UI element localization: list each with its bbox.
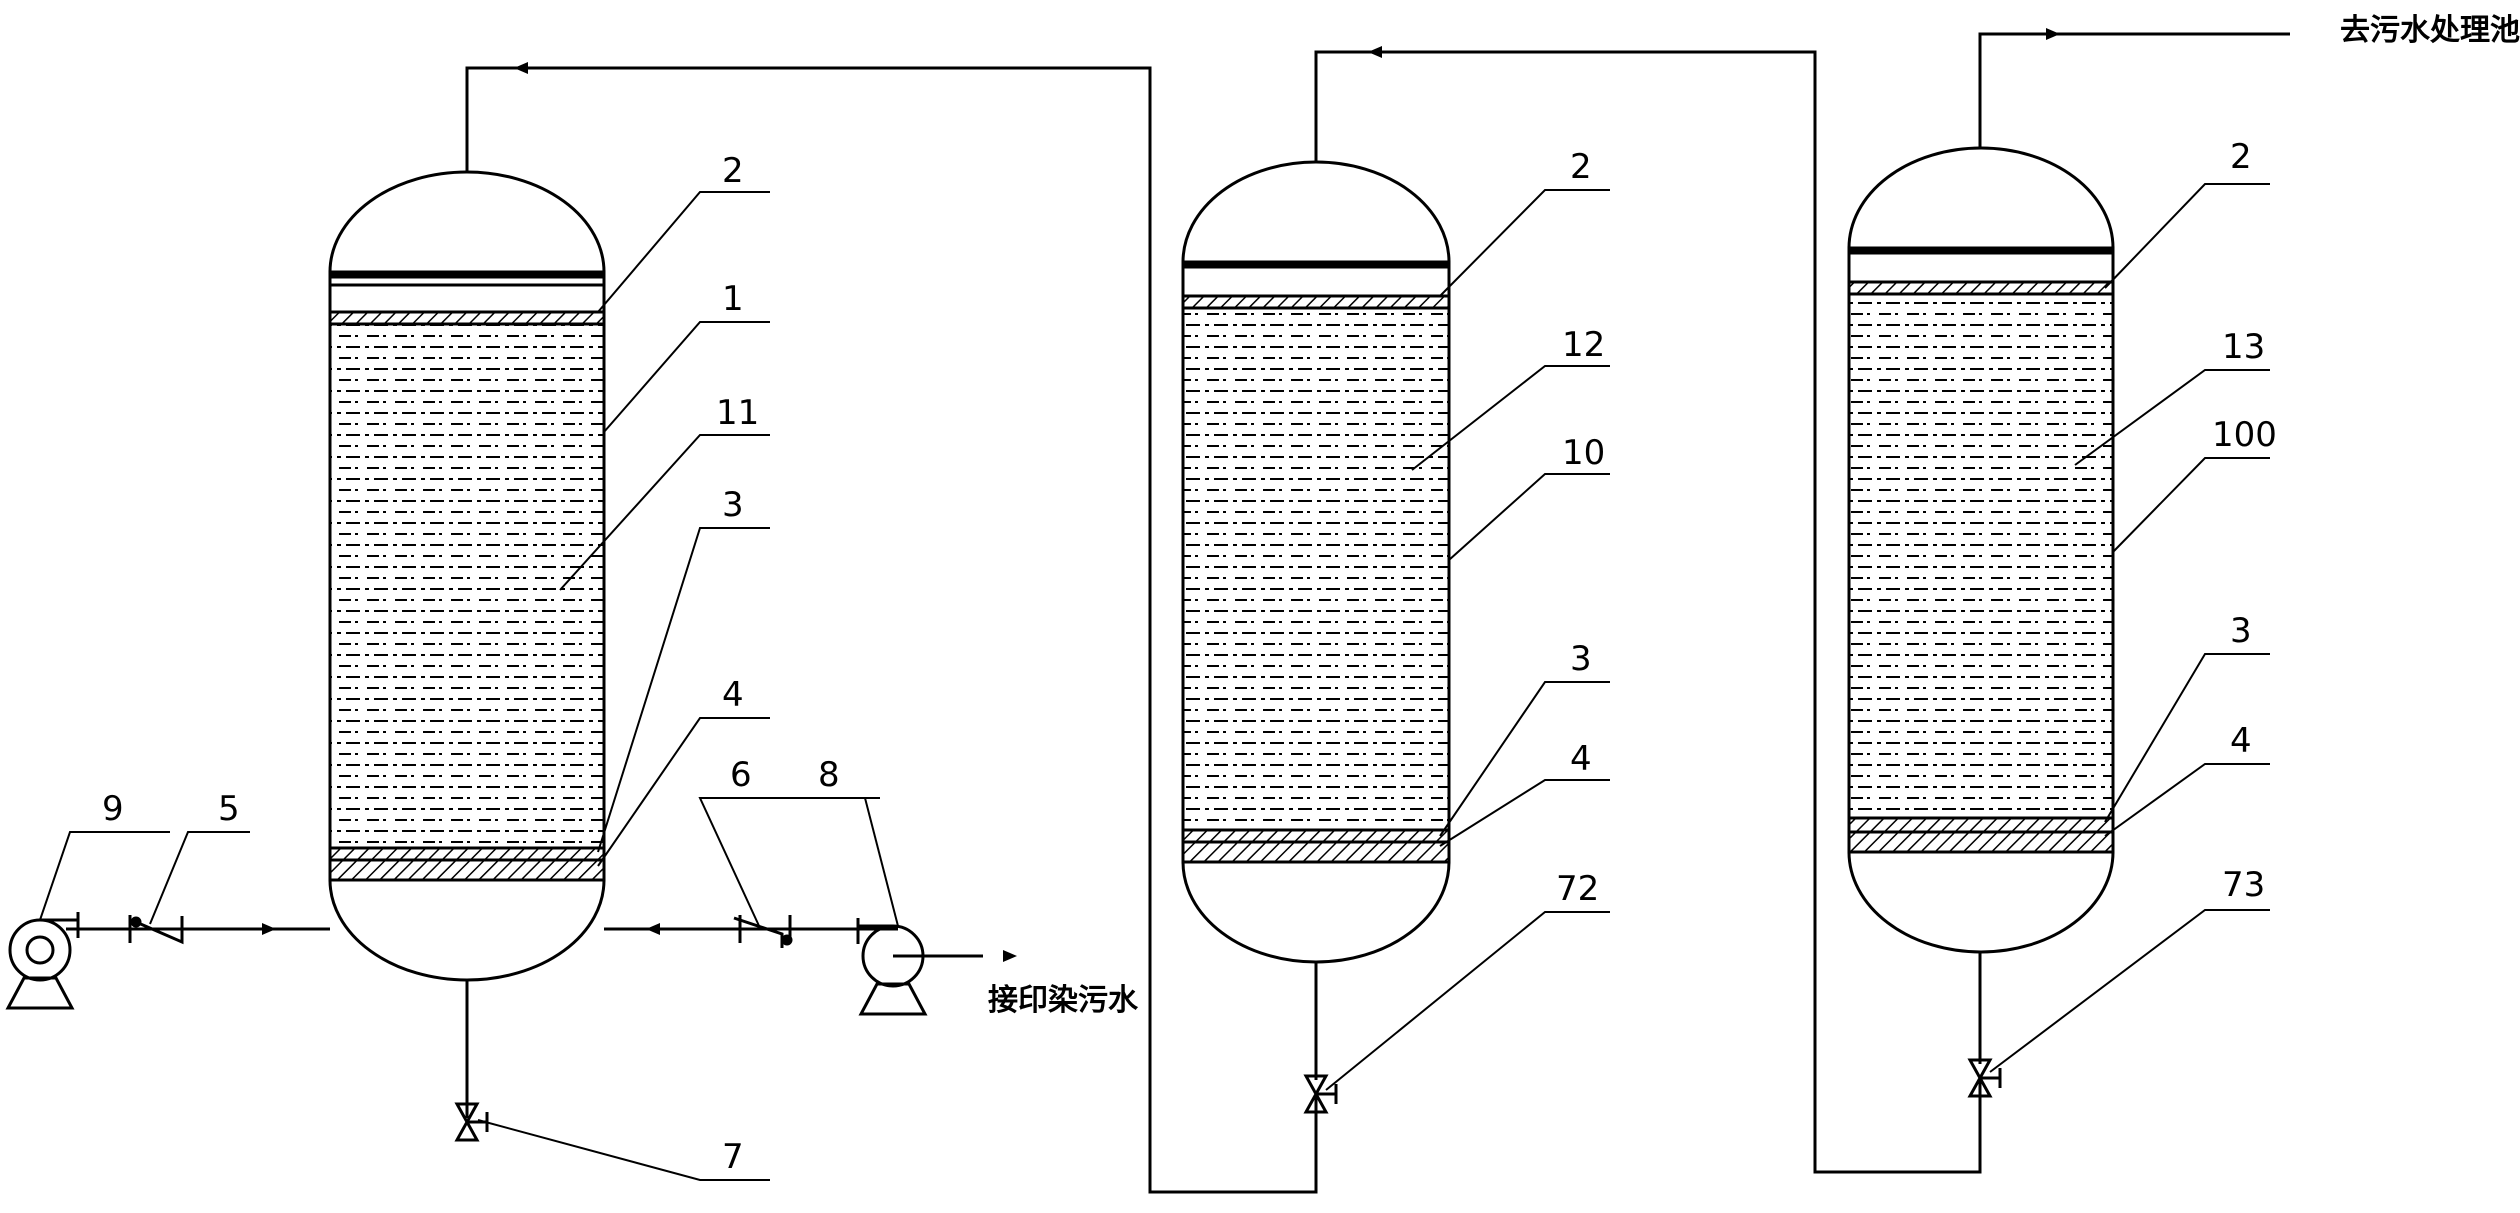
leader-r2-top-plate (1439, 189, 1610, 297)
leader-r1-top-plate (597, 191, 770, 313)
leader-r1-bottom (597, 717, 770, 867)
flow-arrow-icon (1368, 46, 1382, 58)
reactor-2-support-layer (1181, 828, 1451, 844)
leader-r2-packing (1411, 365, 1610, 471)
flow-arrow-icon (1003, 950, 1017, 962)
leader-lines (39, 183, 2270, 1181)
leader-check-left (149, 831, 250, 925)
label-r2-bottom-plate: 4 (1570, 739, 1592, 779)
label-r2-packing: 12 (1562, 325, 1605, 365)
label-r3-bottom-plate: 4 (2230, 721, 2252, 761)
flow-arrows (262, 28, 2060, 962)
leader-r1-vessel (603, 321, 770, 433)
label-r1-vessel: 1 (722, 279, 744, 319)
label-pump-left: 9 (102, 789, 124, 829)
label-r2-top-plate: 2 (1570, 147, 1592, 187)
label-r3-top-plate: 2 (2230, 137, 2252, 177)
pump-left-base-icon (5, 976, 75, 1010)
pipe-reactor1-to-reactor2 (465, 66, 1318, 1194)
valve-reactor-2 (1303, 1074, 1338, 1114)
label-pump-right: 8 (818, 755, 840, 795)
reactor-1-packing (328, 322, 606, 850)
label-r1-support-layer: 3 (722, 485, 744, 525)
label-r3-valve: 73 (2222, 865, 2265, 905)
pump-left (5, 912, 80, 1010)
pump-right (856, 918, 928, 1016)
check-valve-right-flap (733, 916, 784, 948)
leader-r3-bottom (2104, 763, 2270, 837)
reactor-3-bottom-plate (1847, 830, 2115, 854)
reactor-2-bottom-plate (1181, 840, 1451, 864)
leader-r3-top-plate (2104, 183, 2270, 289)
reactor-1 (328, 170, 606, 982)
leader-pump-right (864, 797, 899, 927)
pipe-reactor3-outlet (1978, 32, 2290, 148)
label-r1-bottom-plate: 4 (722, 675, 744, 715)
leader-r3-valve (1989, 909, 2270, 1073)
reactor-1-top-plate (328, 310, 606, 326)
flow-arrow-icon (514, 62, 528, 74)
pump-icon (8, 918, 72, 982)
label-r2-valve: 72 (1556, 869, 1599, 909)
leader-r3-vessel (2112, 457, 2270, 553)
label-inlet: 接印染污水 (988, 983, 1139, 1018)
reactor-2-top-plate (1181, 294, 1451, 310)
leader-r1-support (597, 527, 770, 853)
pump-right-base-icon (858, 982, 928, 1016)
label-r1-packing: 11 (716, 393, 759, 433)
reactor-2-top-head (1181, 160, 1451, 263)
label-check-valve-right: 6 (730, 755, 752, 795)
leader-r1-valve (477, 1119, 770, 1181)
labels: 2 1 11 3 4 7 9 5 6 8 2 12 10 3 4 72 2 13… (102, 13, 2520, 1177)
label-r3-vessel: 100 (2212, 415, 2277, 455)
leader-r3-support (2104, 653, 2270, 823)
reactor-2-bottom-head (1181, 861, 1451, 964)
check-valve-left-flap (135, 916, 184, 945)
reactor-1-support-layer (328, 846, 606, 862)
reactor-1-top-head (328, 170, 606, 273)
leader-pump-left (39, 831, 170, 921)
check-valve-left (128, 915, 184, 945)
leader-check-right (698, 797, 790, 929)
flow-arrow-icon (262, 923, 276, 935)
reactor-3-packing (1847, 292, 2115, 820)
label-r1-top-plate: 2 (722, 151, 744, 191)
piping (66, 32, 2290, 1194)
reactor-3-top-head (1847, 146, 2115, 249)
leader-r1-packing (559, 434, 770, 591)
reactor-1-bottom-plate (328, 858, 606, 882)
leader-r2-vessel (1448, 473, 1610, 561)
reactor-3-support-layer (1847, 816, 2115, 834)
flow-arrow-icon (646, 923, 660, 935)
check-valve-right (733, 915, 793, 948)
label-r2-vessel: 10 (1562, 433, 1605, 473)
reactor-2 (1181, 160, 1451, 964)
reactor-3-top-plate (1847, 280, 2115, 296)
label-r2-support-layer: 3 (1570, 639, 1592, 679)
pump-impeller-icon (25, 935, 55, 965)
leader-r2-bottom (1439, 779, 1610, 847)
label-r3-support-layer: 3 (2230, 611, 2252, 651)
reactor-3 (1847, 146, 2115, 954)
reactor-1-bottom-head (328, 879, 606, 982)
check-valve-left-hinge (130, 916, 142, 928)
label-outlet: 去污水处理池 (2340, 13, 2520, 48)
leader-r2-valve (1325, 911, 1610, 1091)
leader-r2-support (1439, 681, 1610, 837)
pipe-reactor2-to-reactor3 (1314, 50, 1982, 1174)
reactor-2-packing (1181, 306, 1451, 832)
label-check-valve-left: 5 (218, 789, 240, 829)
reactor-3-bottom-head (1847, 851, 2115, 954)
label-r1-valve: 7 (722, 1137, 744, 1177)
label-r3-packing: 13 (2222, 327, 2265, 367)
flow-arrow-icon (2046, 28, 2060, 40)
valve-reactor-3 (1967, 1058, 2002, 1098)
leader-r3-packing (2074, 369, 2270, 466)
